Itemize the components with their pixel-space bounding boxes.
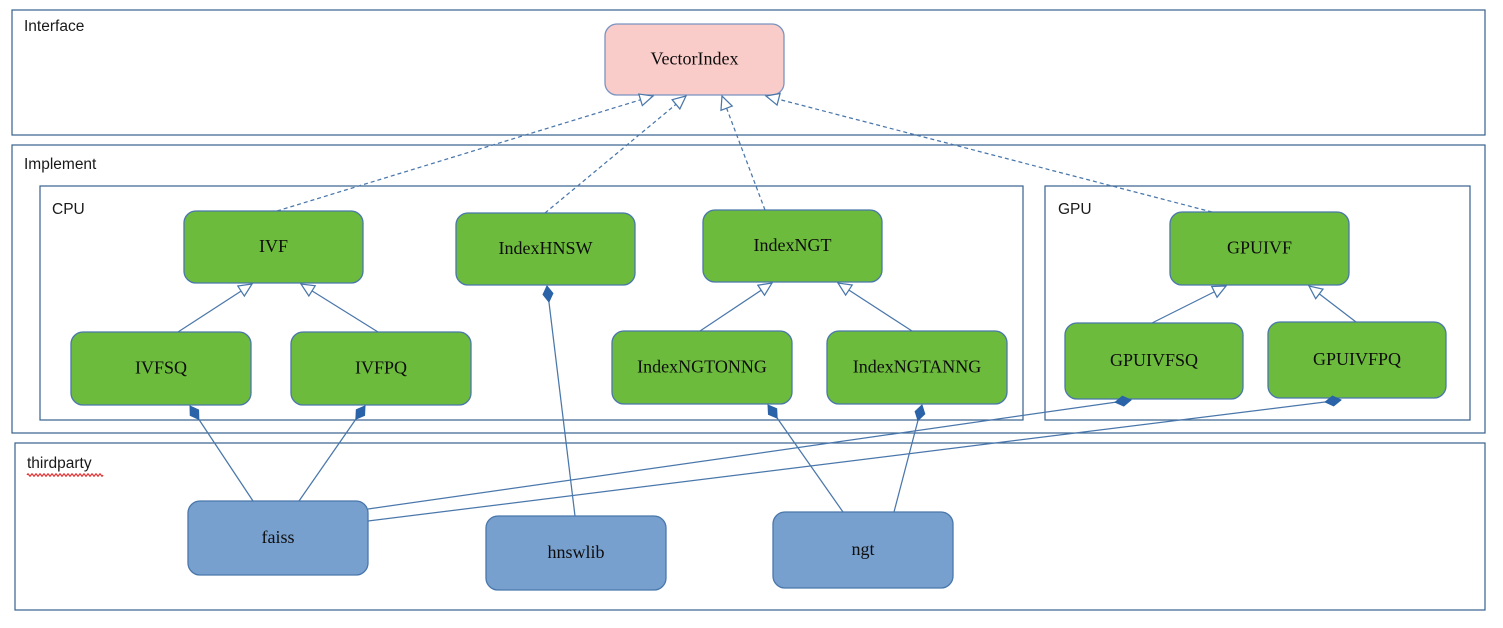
arrowhead-triangle-gpuivfpq-extends-gpuivf bbox=[1307, 285, 1325, 300]
class-label-gpuivfsq: GPUIVFSQ bbox=[1110, 350, 1198, 370]
class-label-ivf: IVF bbox=[259, 236, 288, 256]
edge-markers bbox=[189, 92, 1342, 422]
diamond-marker-gpuivfsq-uses-faiss bbox=[1114, 395, 1132, 407]
class-node-gpuivfsq[interactable]: GPUIVFSQ bbox=[1064, 322, 1244, 400]
class-label-indexngtonng: IndexNGTONNG bbox=[637, 357, 767, 377]
class-box-gpuivfpq[interactable] bbox=[1267, 321, 1447, 399]
class-label-hnswlib: hnswlib bbox=[547, 542, 604, 562]
class-box-indexngtonng[interactable] bbox=[611, 330, 793, 405]
package-label-interface: Interface bbox=[24, 18, 84, 35]
package-label-gpu: GPU bbox=[1058, 201, 1092, 218]
class-node-gpuivf[interactable]: GPUIVF bbox=[1169, 211, 1350, 286]
edge-indexhnsw-realizes-vectorindex bbox=[544, 95, 687, 214]
class-node-indexngt[interactable]: IndexNGT bbox=[702, 209, 883, 283]
class-box-ivf[interactable] bbox=[183, 210, 364, 284]
class-node-ivf[interactable]: IVF bbox=[183, 210, 364, 284]
class-box-ngt[interactable] bbox=[772, 511, 954, 589]
class-label-gpuivfpq: GPUIVFPQ bbox=[1313, 349, 1401, 369]
edge-indexngtanng-extends-indexngt bbox=[837, 282, 913, 332]
class-box-indexngtanng[interactable] bbox=[826, 330, 1008, 405]
class-box-indexhnsw[interactable] bbox=[455, 212, 636, 286]
class-node-faiss[interactable]: faiss bbox=[187, 500, 369, 576]
spellcheck-underline-thirdparty bbox=[26, 473, 104, 477]
edge-indexngtonng-extends-indexngt bbox=[699, 282, 773, 332]
class-node-vectorindex[interactable]: VectorIndex bbox=[604, 23, 785, 96]
class-node-gpuivfpq[interactable]: GPUIVFPQ bbox=[1267, 321, 1447, 399]
class-box-vectorindex[interactable] bbox=[604, 23, 785, 96]
arrowhead-triangle-indexhnsw-realizes-vectorindex bbox=[671, 95, 688, 111]
package-label-cpu: CPU bbox=[52, 201, 85, 218]
class-label-faiss: faiss bbox=[262, 527, 295, 547]
arrowhead-triangle-ivfsq-extends-ivf bbox=[236, 283, 254, 298]
package-label-thirdparty: thirdparty bbox=[27, 455, 92, 472]
class-label-indexngt: IndexNGT bbox=[754, 235, 832, 255]
diamond-marker-indexhnsw-uses-hnswlib bbox=[542, 285, 554, 303]
edge-ivfsq-uses-faiss bbox=[189, 405, 254, 502]
edge-indexngt-realizes-vectorindex bbox=[721, 95, 766, 211]
class-label-gpuivf: GPUIVF bbox=[1227, 238, 1292, 258]
class-box-ivfpq[interactable] bbox=[290, 331, 472, 406]
edge-indexhnsw-uses-hnswlib bbox=[546, 285, 576, 517]
diamond-marker-ivfpq-uses-faiss bbox=[355, 405, 366, 420]
arrowhead-triangle-ivfpq-extends-ivf bbox=[299, 283, 317, 298]
class-label-ivfsq: IVFSQ bbox=[135, 358, 187, 378]
class-label-indexhnsw: IndexHNSW bbox=[499, 238, 593, 258]
arrowhead-triangle-indexngt-realizes-vectorindex bbox=[720, 94, 734, 112]
class-node-indexngtonng[interactable]: IndexNGTONNG bbox=[611, 330, 793, 405]
edge-ivfpq-extends-ivf bbox=[300, 283, 379, 333]
edge-indexngtonng-uses-ngt bbox=[767, 404, 844, 513]
package-label-implement: Implement bbox=[24, 156, 97, 173]
class-node-indexhnsw[interactable]: IndexHNSW bbox=[455, 212, 636, 286]
class-box-faiss[interactable] bbox=[187, 500, 369, 576]
class-label-vectorindex: VectorIndex bbox=[651, 49, 739, 69]
class-label-ivfpq: IVFPQ bbox=[355, 358, 407, 378]
arrowhead-triangle-gpuivfsq-extends-gpuivf bbox=[1210, 285, 1228, 299]
class-box-indexngt[interactable] bbox=[702, 209, 883, 283]
arrowhead-triangle-gpuivf-realizes-vectorindex bbox=[764, 92, 781, 107]
class-node-ngt[interactable]: ngt bbox=[772, 511, 954, 589]
class-node-ivfsq[interactable]: IVFSQ bbox=[70, 331, 252, 406]
edge-ivfpq-uses-faiss bbox=[298, 405, 366, 502]
edge-ivfsq-extends-ivf bbox=[177, 283, 253, 333]
class-box-gpuivfsq[interactable] bbox=[1064, 322, 1244, 400]
class-node-ivfpq[interactable]: IVFPQ bbox=[290, 331, 472, 406]
class-box-hnswlib[interactable] bbox=[485, 515, 667, 591]
diamond-marker-indexngtanng-uses-ngt bbox=[914, 404, 926, 422]
diamond-marker-ivfsq-uses-faiss bbox=[189, 405, 200, 421]
class-box-gpuivf[interactable] bbox=[1169, 211, 1350, 286]
diamond-marker-indexngtonng-uses-ngt bbox=[767, 404, 778, 419]
arrowhead-triangle-indexngtonng-extends-indexngt bbox=[756, 282, 774, 297]
class-node-hnswlib[interactable]: hnswlib bbox=[485, 515, 667, 591]
arrowhead-triangle-indexngtanng-extends-indexngt bbox=[836, 282, 854, 297]
edge-gpuivfpq-uses-faiss bbox=[367, 399, 1342, 522]
edge-gpuivfsq-extends-gpuivf bbox=[1151, 285, 1227, 324]
class-node-indexngtanng[interactable]: IndexNGTANNG bbox=[826, 330, 1008, 405]
arrowhead-triangle-ivf-realizes-vectorindex bbox=[637, 93, 655, 107]
class-label-ngt: ngt bbox=[851, 539, 874, 559]
edge-gpuivfsq-uses-faiss bbox=[367, 399, 1132, 510]
edge-ivf-realizes-vectorindex bbox=[276, 95, 654, 212]
class-label-indexngtanng: IndexNGTANNG bbox=[853, 357, 982, 377]
class-box-ivfsq[interactable] bbox=[70, 331, 252, 406]
edge-indexngtanng-uses-ngt bbox=[893, 404, 923, 513]
relationship-edges bbox=[177, 95, 1357, 522]
diamond-marker-gpuivfpq-uses-faiss bbox=[1324, 395, 1342, 407]
